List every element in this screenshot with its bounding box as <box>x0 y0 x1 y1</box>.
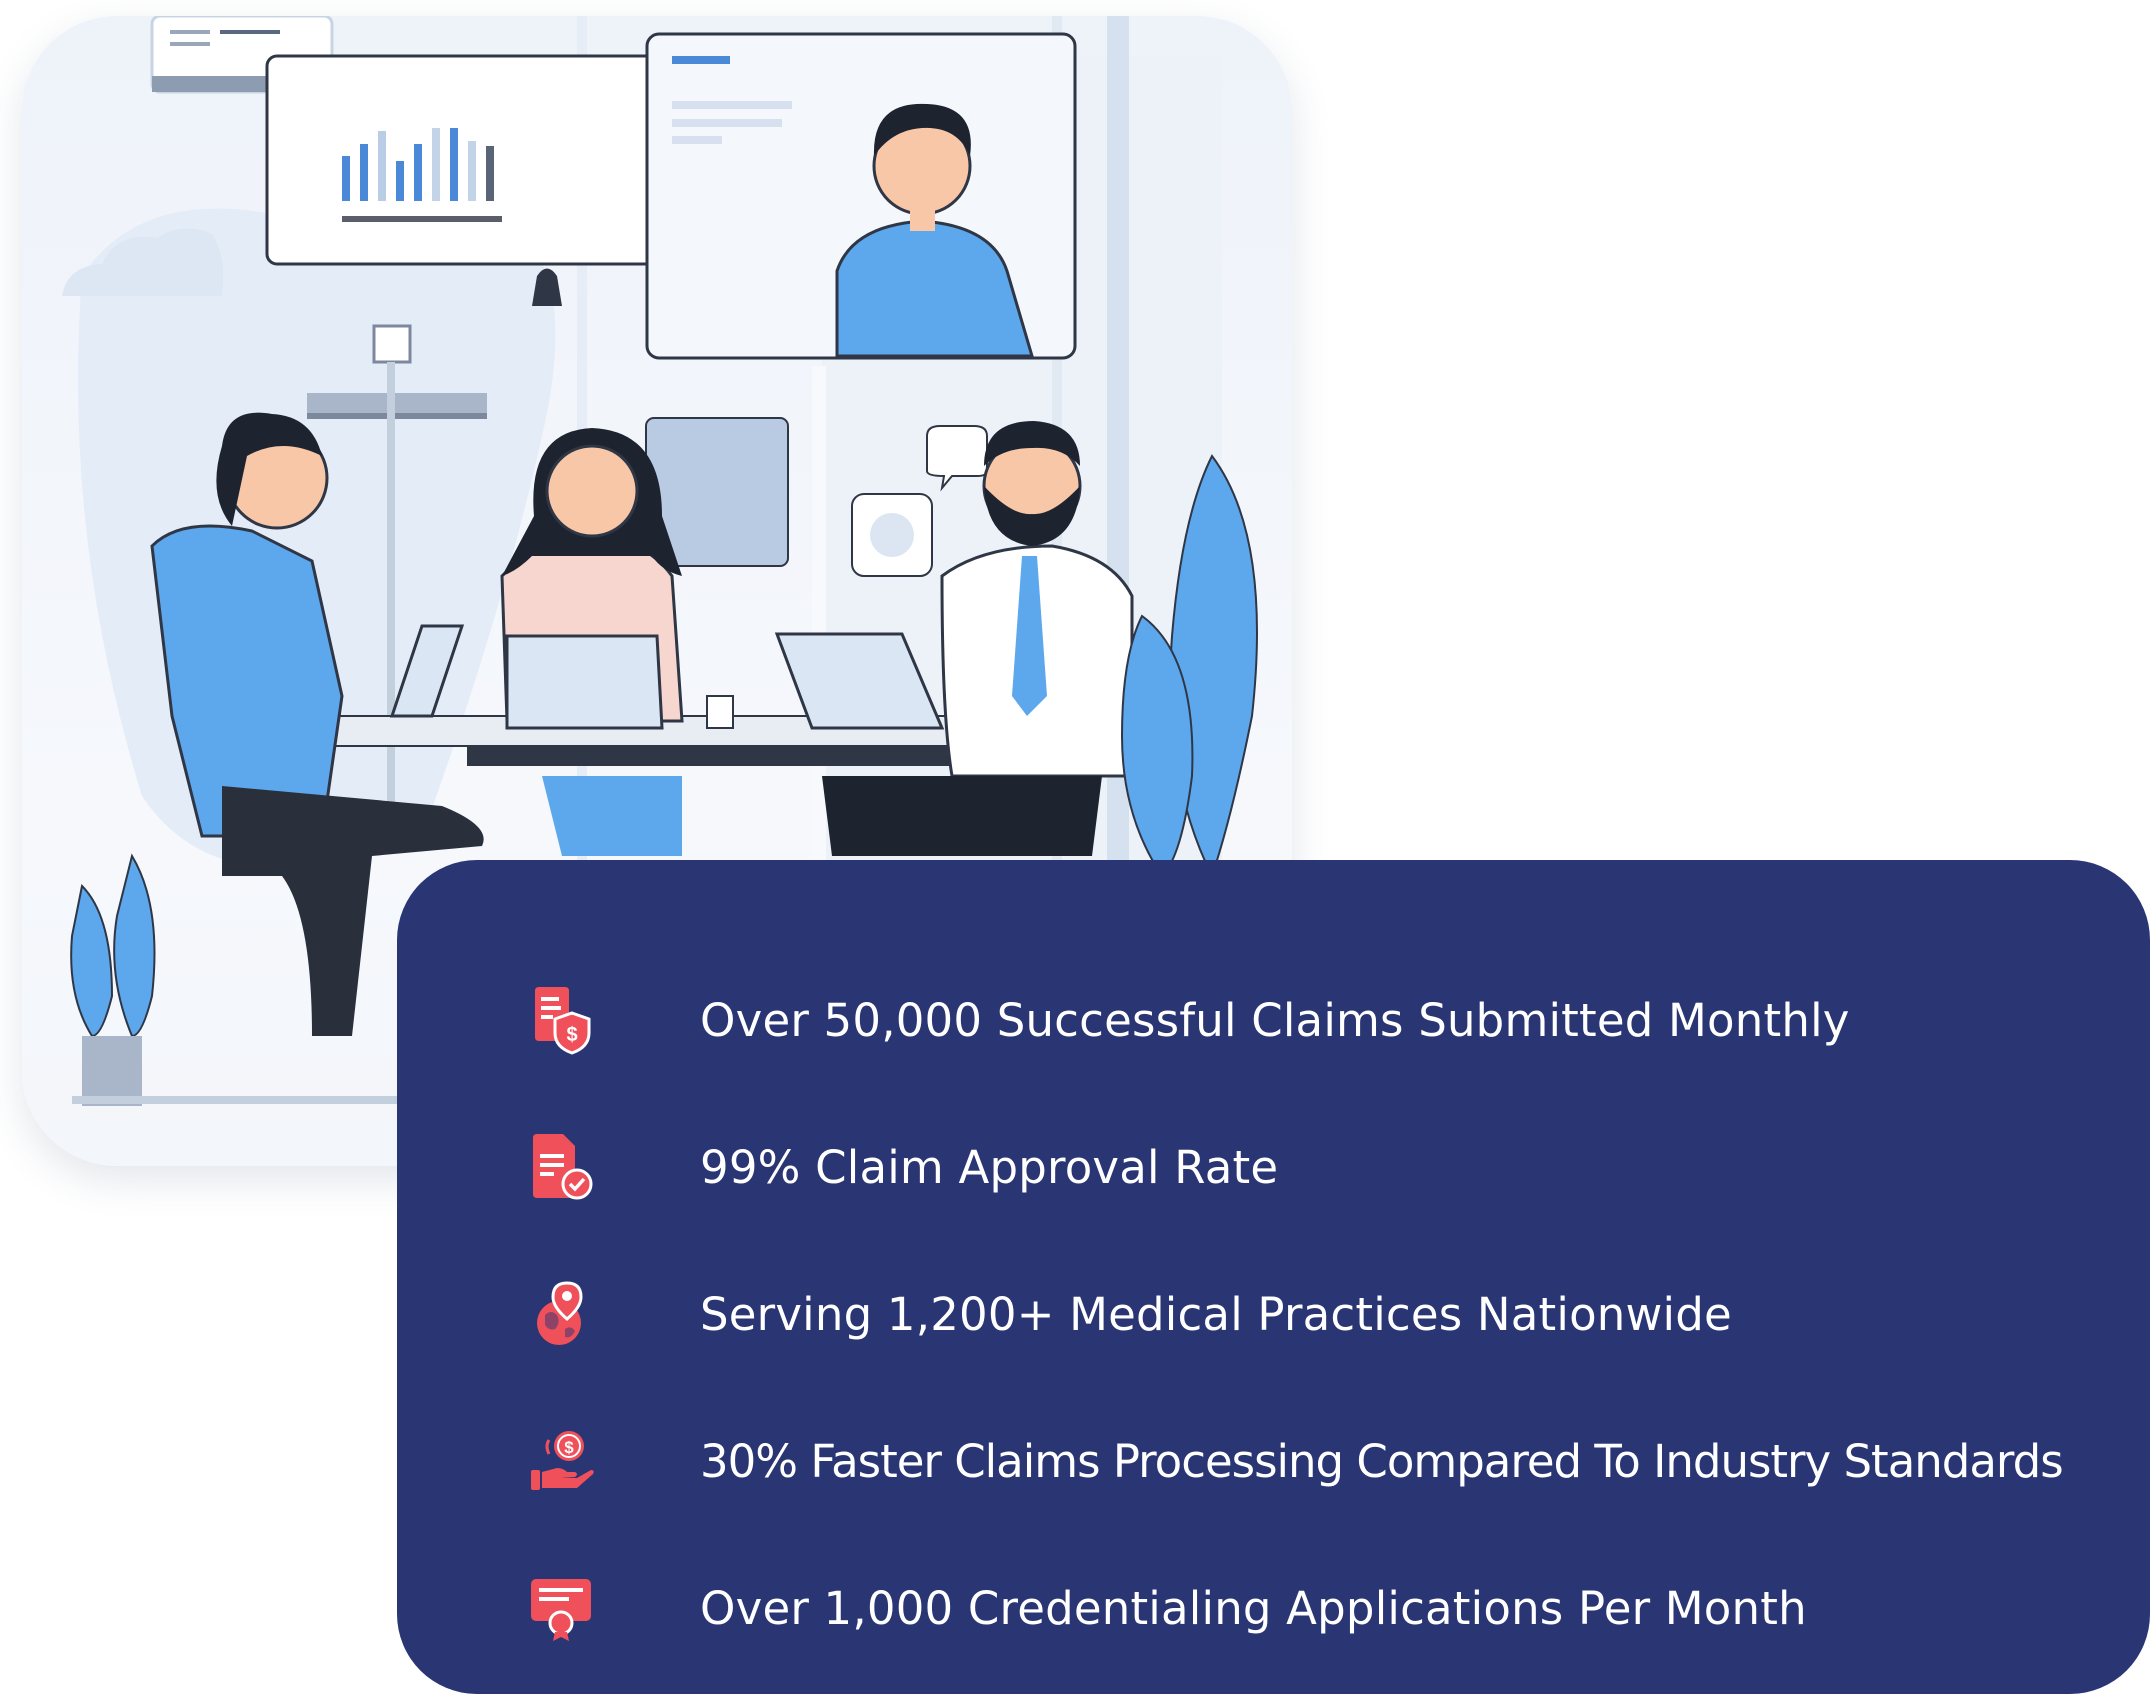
svg-text:$: $ <box>564 1438 574 1457</box>
stat-row-credentialing: Over 1,000 Credentialing Applications Pe… <box>527 1568 2127 1648</box>
stat-row-claims-submitted: $ Over 50,000 Successful Claims Submitte… <box>527 980 2127 1060</box>
stat-row-approval-rate: 99% Claim Approval Rate <box>527 1127 2127 1207</box>
stat-text: 99% Claim Approval Rate <box>700 1140 1279 1194</box>
team-meeting-illustration <box>22 16 1292 1166</box>
stat-text: Over 1,000 Credentialing Applications Pe… <box>700 1581 1807 1635</box>
document-check-icon <box>533 1134 593 1200</box>
stats-card: $ Over 50,000 Successful Claims Submitte… <box>397 860 2150 1694</box>
stat-text: Serving 1,200+ Medical Practices Nationw… <box>700 1287 1732 1341</box>
illustration-graphic <box>62 16 1258 1106</box>
stat-row-faster-processing: $ 30% Faster Claims Processing Compared … <box>527 1421 2127 1501</box>
stat-row-practices-served: Serving 1,200+ Medical Practices Nationw… <box>527 1274 2127 1354</box>
svg-text:$: $ <box>566 1024 577 1046</box>
stat-text: Over 50,000 Successful Claims Submitted … <box>700 993 1850 1047</box>
stat-text: 30% Faster Claims Processing Compared To… <box>700 1434 2064 1488</box>
globe-location-pin-icon <box>537 1281 583 1345</box>
hand-coin-icon: $ <box>531 1431 594 1490</box>
certificate-icon <box>531 1579 591 1641</box>
claims-shield-dollar-icon: $ <box>535 987 591 1055</box>
